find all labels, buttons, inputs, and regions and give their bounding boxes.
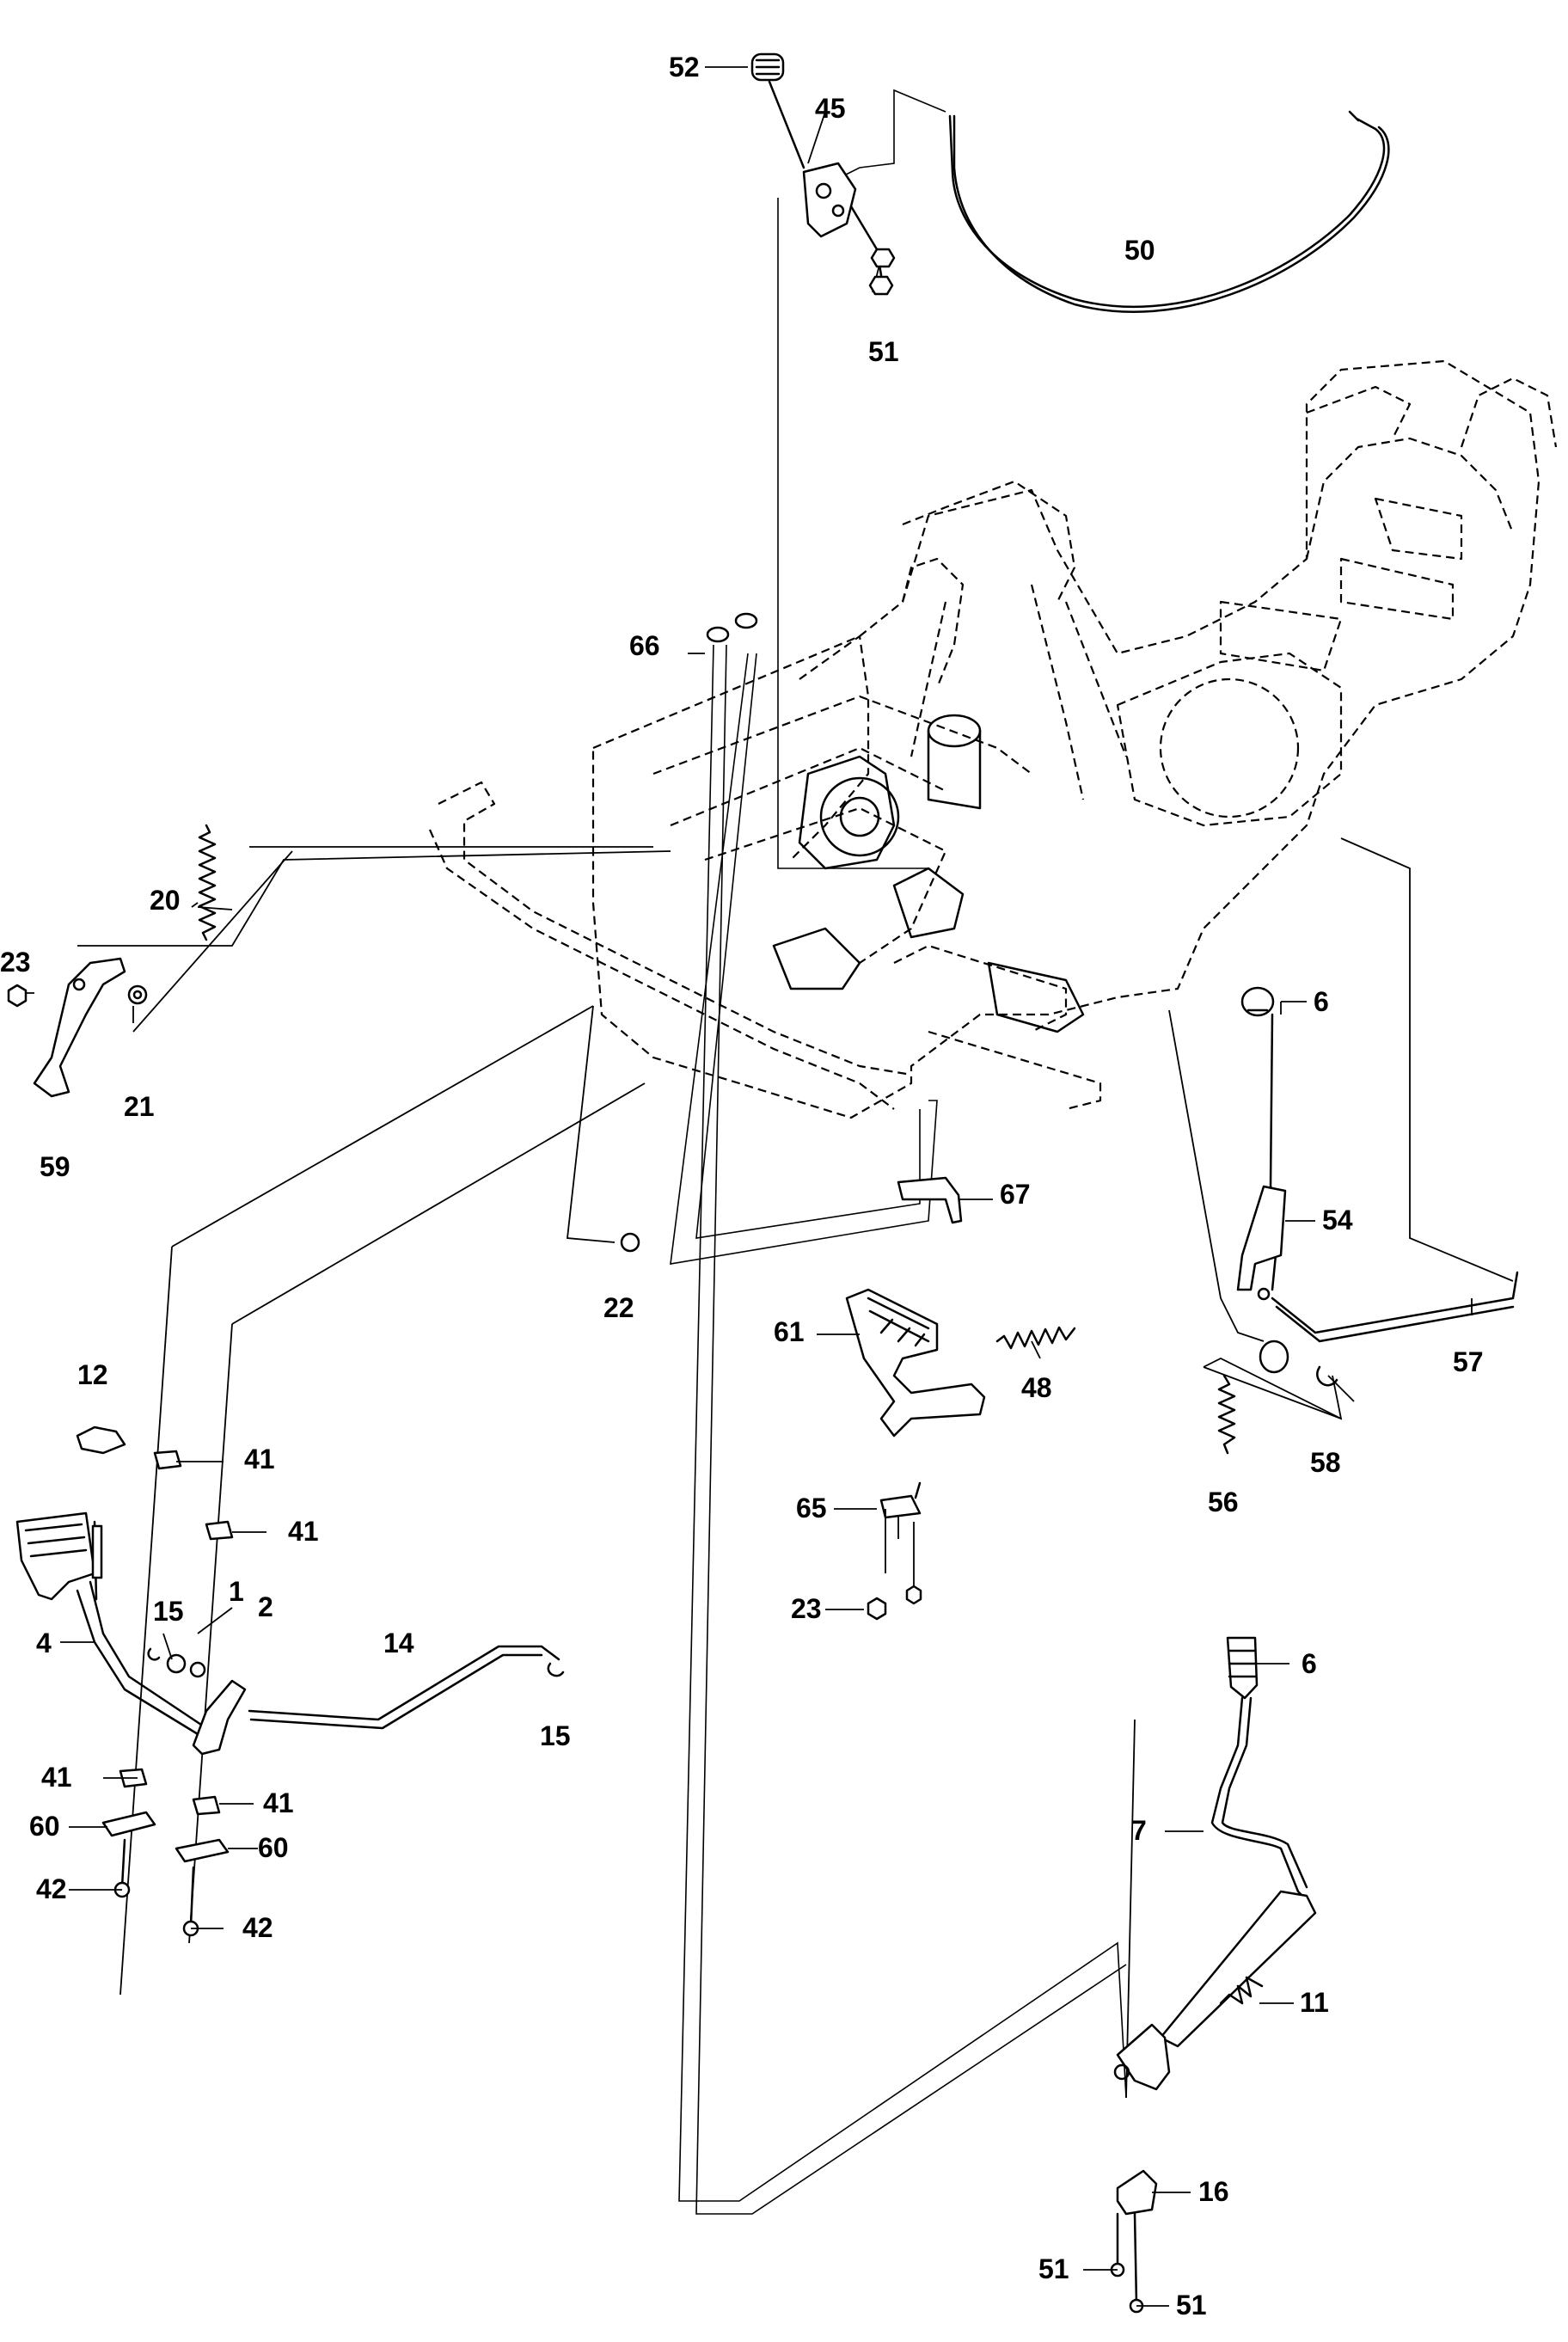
callout-15: 15 [153, 1596, 184, 1627]
callout-67: 67 [1000, 1179, 1031, 1210]
part-6-knob-lower [1226, 1636, 1259, 1700]
part-57-rod [1271, 1271, 1519, 1343]
part-48-spring [995, 1326, 1076, 1350]
callout-12: 12 [77, 1359, 108, 1390]
part-23-nut-left [7, 984, 28, 1008]
callout-56: 56 [1208, 1487, 1239, 1517]
callout-16: 16 [1198, 2176, 1229, 2207]
callout-20: 20 [150, 885, 181, 916]
part-52-knob [750, 52, 785, 82]
callout-23: 23 [791, 1593, 822, 1624]
part-11-handle [1113, 1890, 1317, 2091]
part-20-spring [198, 824, 217, 941]
part-16-clamp [1116, 2169, 1158, 2216]
part-15-clip-right [547, 1662, 565, 1677]
callout-41: 41 [41, 1762, 72, 1793]
callout-51: 51 [1176, 2290, 1207, 2321]
callout-6: 6 [1302, 1648, 1317, 1679]
pivot-bushing [1259, 1340, 1289, 1374]
part-59-lever [33, 957, 126, 1098]
part-4-brake-pedal [15, 1511, 208, 1738]
callout-57: 57 [1453, 1346, 1484, 1377]
callout-51: 51 [1038, 2253, 1069, 2284]
part-22-bolt [620, 1232, 640, 1253]
callout-60: 60 [29, 1811, 60, 1842]
callout-15: 15 [540, 1720, 571, 1751]
part-12-clip [76, 1425, 126, 1455]
callout-42: 42 [242, 1912, 273, 1943]
callout-41: 41 [244, 1444, 275, 1474]
callout-2: 2 [258, 1591, 273, 1622]
callout-51: 51 [868, 336, 899, 367]
linkage-rods [670, 89, 1127, 2215]
part-23-nuts-right [867, 1585, 922, 1621]
part-6-knob-upper [1240, 986, 1275, 1017]
part-58-clip [1316, 1365, 1355, 1402]
part-14-rod [248, 1645, 560, 1730]
callout-14: 14 [383, 1628, 414, 1658]
callout-58: 58 [1310, 1447, 1341, 1478]
callout-21: 21 [124, 1091, 155, 1122]
callout-45: 45 [815, 93, 846, 124]
part-21-washer [127, 984, 148, 1005]
callout-48: 48 [1021, 1372, 1052, 1403]
chassis-frame [428, 359, 1558, 1119]
part-1-2-15-small [147, 1647, 206, 1678]
callout-41: 41 [263, 1787, 294, 1818]
part-65-bracket [879, 1481, 922, 1519]
callout-23: 23 [0, 947, 31, 978]
callout-7: 7 [1131, 1815, 1147, 1846]
part-7-lever [1210, 1696, 1308, 1902]
callout-59: 59 [40, 1151, 70, 1182]
part-51-nut-top [868, 248, 896, 296]
callout-50: 50 [1124, 235, 1155, 266]
part-60-brackets [101, 1811, 230, 1863]
part-66-rods [706, 612, 758, 643]
callout-66: 66 [629, 630, 660, 661]
callout-65: 65 [796, 1493, 827, 1524]
leader-lines [17, 66, 1514, 2099]
callout-leaders [60, 906, 1473, 2307]
callout-60: 60 [258, 1832, 289, 1863]
part-67-bracket [897, 1176, 963, 1224]
engine-transaxle [772, 714, 1085, 1033]
callout-61: 61 [774, 1316, 805, 1347]
callout-22: 22 [603, 1292, 634, 1323]
part-56-spring [1217, 1374, 1236, 1455]
callout-52: 52 [669, 52, 700, 83]
callout-6: 6 [1314, 986, 1329, 1017]
callout-41: 41 [288, 1516, 319, 1547]
callout-42: 42 [36, 1873, 67, 1904]
part-61-pedal [845, 1288, 986, 1438]
callout-4: 4 [36, 1628, 52, 1658]
callout-labels: 52 45 50 51 66 20 23 21 59 6 54 67 22 61… [0, 52, 1484, 2321]
callout-1: 1 [229, 1576, 244, 1607]
callout-11: 11 [1300, 1987, 1329, 2018]
callout-54: 54 [1322, 1205, 1353, 1235]
part-51-bolts-bottom [1110, 2212, 1144, 2314]
part-50-cable [948, 110, 1390, 313]
part-54-lever [1236, 1013, 1287, 1301]
shift-arm [192, 1679, 247, 1756]
